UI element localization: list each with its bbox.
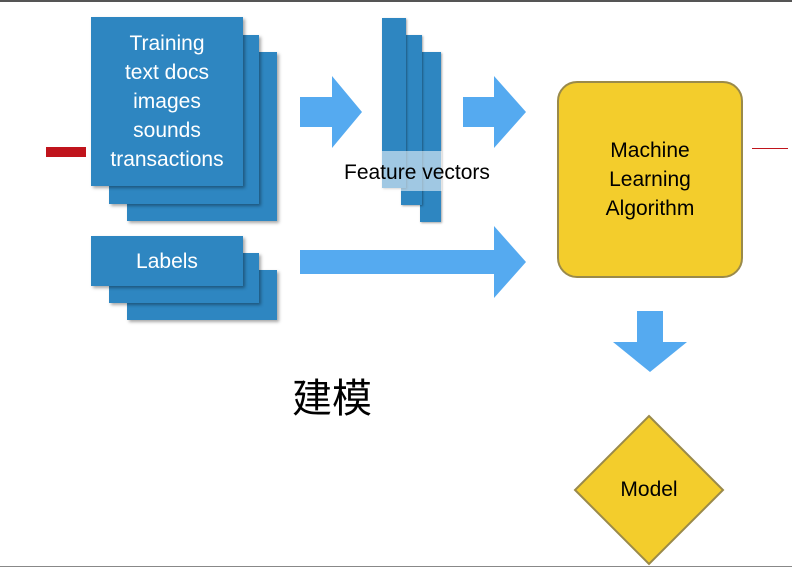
training-line-4: sounds: [133, 119, 201, 142]
machine-learning-algorithm-box: Machine Learning Algorithm: [557, 81, 743, 278]
training-line-3: images: [133, 90, 201, 113]
arrow-features-to-algorithm: [463, 76, 526, 148]
top-border-line: [0, 0, 792, 2]
training-doc-front: Training text docs images sounds transac…: [91, 17, 243, 186]
bottom-border-line: [0, 566, 792, 567]
model-label: Model: [574, 415, 724, 565]
labels-text: Labels: [136, 249, 198, 273]
training-line-2: text docs: [124, 61, 210, 84]
feature-vector-label-highlight: [382, 151, 442, 191]
training-line-5: transactions: [110, 148, 224, 171]
arrow-labels-to-algorithm: [300, 226, 526, 298]
algorithm-line-1: Machine: [610, 139, 690, 162]
training-line-1: Training: [129, 32, 205, 55]
labels-doc-front: Labels: [91, 236, 243, 286]
arrow-docs-to-features: [300, 76, 362, 148]
algorithm-line-2: Learning: [609, 168, 691, 191]
arrow-algorithm-to-model: [613, 311, 687, 372]
red-marker: [46, 147, 86, 157]
modeling-caption: 建模: [292, 376, 372, 422]
feature-vectors-label: Feature vectors: [344, 161, 490, 184]
red-thin-line: [752, 148, 788, 149]
algorithm-line-3: Algorithm: [605, 197, 695, 220]
model-text: Model: [620, 478, 678, 501]
model-diamond: [573, 414, 725, 566]
